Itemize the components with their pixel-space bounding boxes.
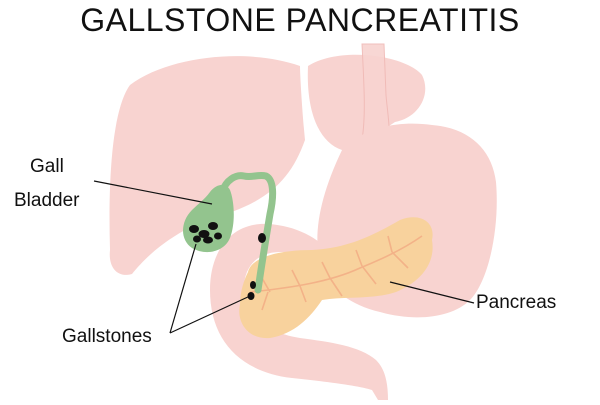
duodenum-shape (210, 223, 388, 400)
liver-shape (109, 56, 306, 275)
pancreatic-duct (249, 235, 423, 311)
gall-bladder-label-line2: Bladder (14, 190, 80, 211)
page-title: GALLSTONE PANCREATITIS (80, 2, 520, 38)
gallstones-in-duct (247, 233, 266, 300)
gallstones-in-gallbladder (189, 222, 222, 244)
pancreas-leader (389, 281, 475, 304)
leader-lines (93, 180, 475, 334)
gall-bladder-leader (93, 180, 213, 205)
pancreas-label: Pancreas (476, 292, 557, 313)
gallstones-leader-1 (169, 243, 197, 334)
gall-bladder-label-line1: Gall (30, 156, 64, 177)
gallstones-label: Gallstones (62, 326, 152, 347)
gallstones-leader-2 (169, 295, 251, 334)
